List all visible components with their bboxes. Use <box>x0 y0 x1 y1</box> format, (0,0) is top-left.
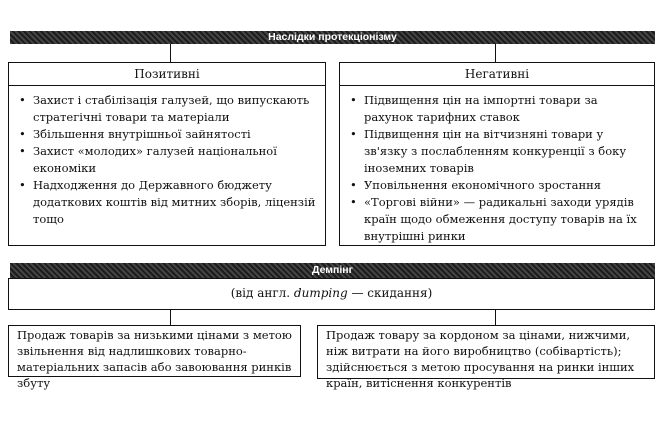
list-item: Уповільнення економічного зростання <box>348 177 646 194</box>
dumping-title: Демпінг <box>311 264 354 276</box>
list-item: «Торгові війни» — радикальні заходи уряд… <box>348 194 646 245</box>
origin-suffix: — скидання) <box>347 286 433 300</box>
connector-line <box>495 44 496 62</box>
dumping-title-bar: Демпінг <box>10 263 655 278</box>
list-item: Підвищення цін на вітчизняні товари у зв… <box>348 126 646 177</box>
definition-text: Продаж товарів за низькими цінами з мето… <box>17 328 292 390</box>
negative-effects-box: Негативні Підвищення цін на імпортні тов… <box>339 62 655 246</box>
origin-word: dumping <box>293 286 348 300</box>
dumping-origin-box: (від англ. dumping — скидання) <box>8 278 655 310</box>
list-item: Збільшення внутрішньої зайнятості <box>17 126 317 143</box>
negative-heading: Негативні <box>340 63 654 86</box>
connector-line <box>495 310 496 326</box>
positive-heading: Позитивні <box>9 63 325 86</box>
origin-prefix: (від англ. <box>230 286 294 300</box>
protectionism-title-bar: Наслідки протекціонізму <box>10 31 655 44</box>
list-item: Надходження до Державного бюджету додатк… <box>17 177 317 228</box>
definition-text: Продаж товару за кордоном за цінами, ниж… <box>326 328 635 390</box>
positive-effects-box: Позитивні Захист і стабілізація галузей,… <box>8 62 326 246</box>
list-item: Захист і стабілізація галузей, що випуск… <box>17 92 317 126</box>
connector-line <box>170 310 171 326</box>
list-item: Підвищення цін на імпортні товари за рах… <box>348 92 646 126</box>
list-item: Захист «молодих» галузей національної ек… <box>17 143 317 177</box>
connector-line <box>170 44 171 62</box>
protectionism-title: Наслідки протекціонізму <box>268 31 397 43</box>
dumping-definition-box: Продаж товару за кордоном за цінами, ниж… <box>317 325 655 390</box>
dumping-definition-box: Продаж товарів за низькими цінами з мето… <box>8 325 301 390</box>
